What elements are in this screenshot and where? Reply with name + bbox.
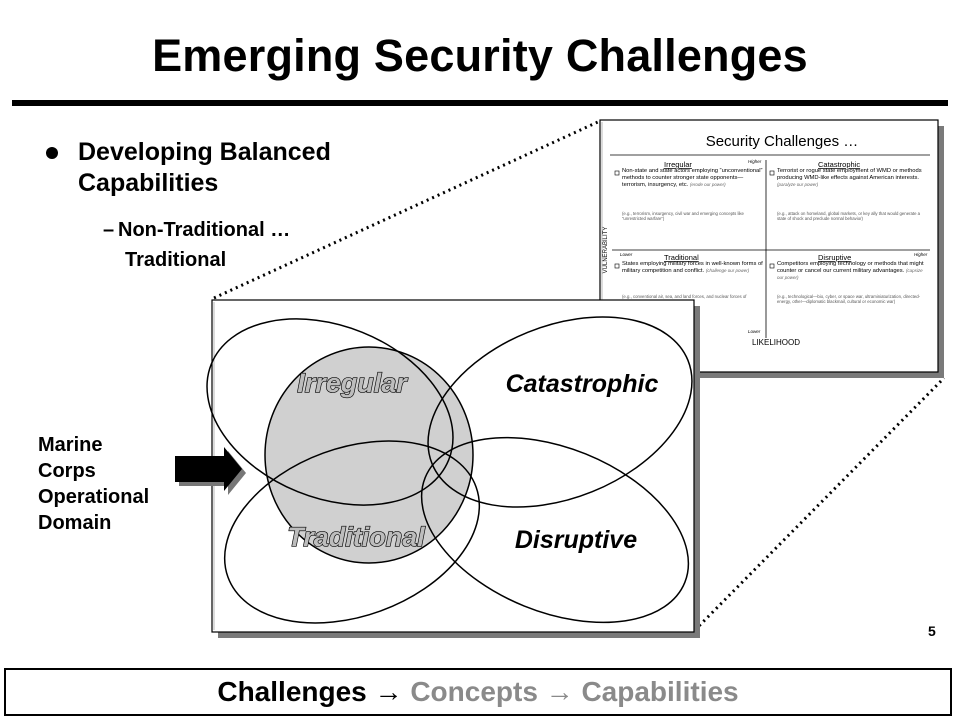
slide-title: Emerging Security Challenges xyxy=(152,30,808,81)
footer-capabilities: Capabilities xyxy=(581,676,739,707)
disruptive-label: Disruptive xyxy=(515,526,637,554)
catastrophic-label: Catastrophic xyxy=(506,370,659,398)
inset-quadrant-irregular: Irregular Non-state and state actors emp… xyxy=(614,160,763,222)
footer-banner: Challenges → Concepts → Capabilities xyxy=(4,668,952,716)
footer-arrow-icon: → xyxy=(545,676,574,707)
inset-quadrant-tag: (erode our power) xyxy=(689,181,726,187)
inset-checkbox xyxy=(769,263,775,269)
sub-bullet-line-1: Non-Traditional … xyxy=(118,219,291,241)
inset-quadrant-title: Disruptive xyxy=(818,253,851,262)
venn-diagram: Irregular Catastrophic Traditional Disru… xyxy=(206,299,700,638)
sub-bullet-dash: – xyxy=(103,219,115,241)
traditional-ellipse xyxy=(223,440,481,624)
inset-quadrant-example: (e.g., conventional air, sea, and land f… xyxy=(622,294,747,305)
main-bullet-text: Developing Balanced Capabilities xyxy=(78,138,331,197)
inset-quadrant-text: Competitors employing technology or meth… xyxy=(777,261,924,274)
domain-label-line: Domain xyxy=(38,512,112,534)
inset-quadrant-tag: (paralyze our power) xyxy=(777,181,819,187)
inset-lower-label-left: Lower xyxy=(620,252,633,257)
inset-x-axis-label: LIKELIHOOD xyxy=(752,338,800,347)
sub-bullet-line-2: Traditional xyxy=(125,249,227,271)
inset-quadrant-title: Traditional xyxy=(664,253,699,262)
inset-checkbox xyxy=(614,263,620,269)
marine-corps-domain-label: Marine Corps Operational Domain xyxy=(38,432,149,536)
inset-quadrant-text: Non-state and state actors employing “un… xyxy=(622,168,763,188)
inset-quadrant-tag: (challenge our power) xyxy=(705,267,750,273)
domain-arrow-icon xyxy=(175,447,246,495)
inset-quadrant-text: Terrorist or rogue state employment of W… xyxy=(777,168,922,181)
inset-shadow xyxy=(606,126,944,378)
title-rule xyxy=(12,100,948,106)
footer-arrow-icon: → xyxy=(374,676,403,707)
security-challenges-inset: Security Challenges … VULNERABILITY LIKE… xyxy=(599,119,944,378)
slide-number: 5 xyxy=(928,623,936,639)
footer-concepts: Concepts xyxy=(410,676,538,707)
inset-quadrant-tag: (capsize our power) xyxy=(777,267,923,280)
catastrophic-ellipse xyxy=(427,316,693,508)
inset-lower-label-bottom: Lower xyxy=(748,329,761,334)
inset-quadrant-traditional: Traditional States employing military fo… xyxy=(614,253,763,305)
inset-quadrant-text: States employing military forces in well… xyxy=(622,261,763,274)
traditional-label: Traditional xyxy=(287,522,425,552)
inset-checkbox xyxy=(769,170,775,176)
domain-label-line: Marine xyxy=(38,434,103,456)
inset-higher-label-top: Higher xyxy=(748,159,762,164)
inset-y-axis-label: VULNERABILITY xyxy=(603,227,609,274)
inset-quadrant-disruptive: Disruptive Competitors employing technol… xyxy=(769,253,924,305)
venn-box-shadow xyxy=(218,306,700,638)
venn-box xyxy=(211,299,695,633)
inset-quadrant-example: (e.g., attack on homeland, global market… xyxy=(777,211,921,222)
domain-arrow-shadow xyxy=(179,451,246,495)
domain-arrow xyxy=(175,447,242,491)
irregular-ellipse xyxy=(206,318,454,506)
footer-challenges: Challenges xyxy=(217,676,367,707)
inset-quadrant-example: (e.g., technological—bio, cyber, or spac… xyxy=(777,294,921,305)
inset-quadrant-example: (e.g., terrorism, insurgency, civil war … xyxy=(622,211,744,222)
bullet-dot xyxy=(46,147,58,159)
inset-quadrant-catastrophic: Catastrophic Terrorist or rogue state em… xyxy=(769,160,922,222)
inset-title: Security Challenges … xyxy=(706,133,859,150)
domain-label-line: Operational xyxy=(38,486,150,508)
inset-frame xyxy=(599,119,939,373)
inset-checkbox xyxy=(614,170,620,176)
operational-domain-circle xyxy=(264,346,474,564)
domain-label-line: Corps xyxy=(38,460,96,482)
disruptive-ellipse xyxy=(420,436,690,624)
inset-quadrant-title: Irregular xyxy=(664,160,692,169)
inset-higher-label-right: Higher xyxy=(914,252,928,257)
zoom-connector-bottom xyxy=(693,376,946,632)
irregular-label: Irregular xyxy=(297,368,408,398)
inset-quadrant-title: Catastrophic xyxy=(818,160,860,169)
